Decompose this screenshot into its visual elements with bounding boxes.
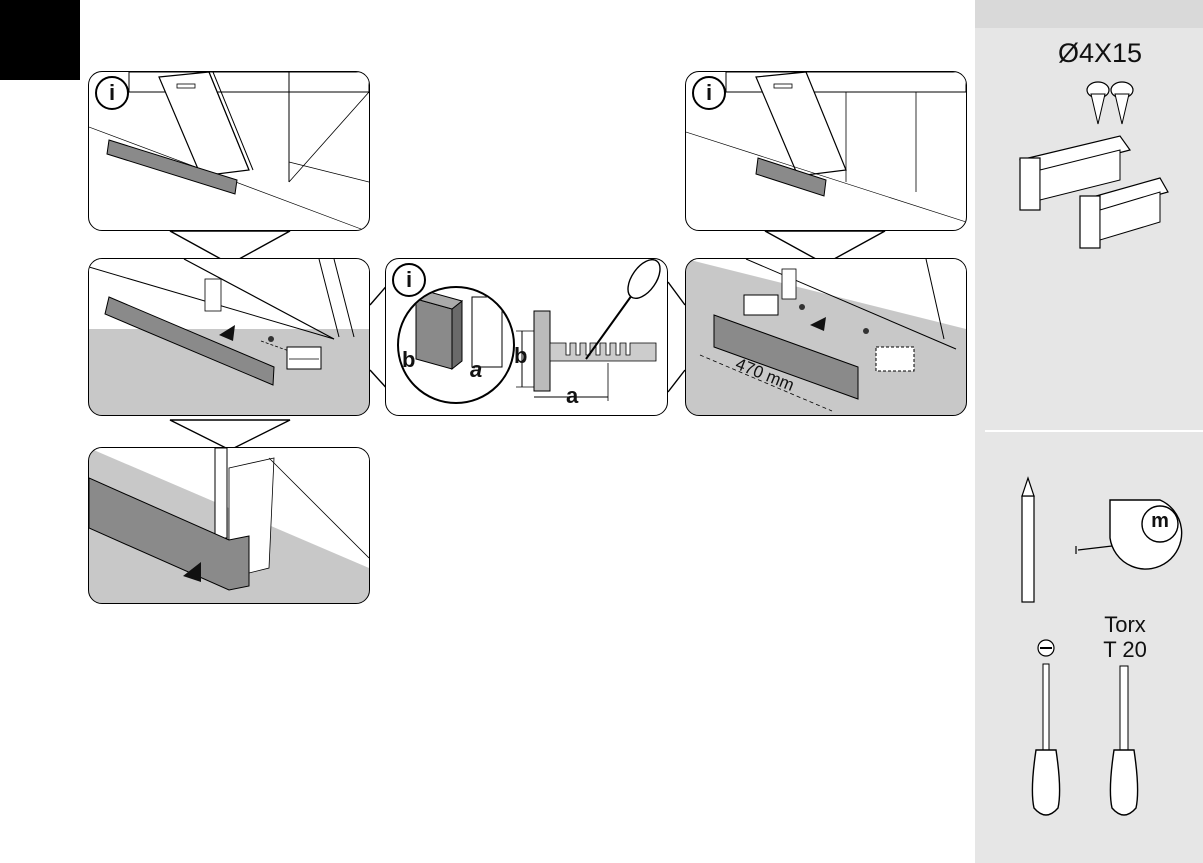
screw xyxy=(268,336,274,342)
info-marker: i xyxy=(95,76,129,110)
mounting-bracket-right xyxy=(876,347,914,371)
dimension-a-detail: a xyxy=(470,357,482,383)
panel-6-illustration xyxy=(686,259,966,415)
arrow-down-2 xyxy=(170,420,290,450)
torx-label-line1: Torx xyxy=(1080,612,1170,638)
info-marker: i xyxy=(692,76,726,110)
panel-step-1: i xyxy=(88,71,370,231)
panel-step-5: 470 mm xyxy=(685,258,967,416)
panel-step-2 xyxy=(88,258,370,416)
mounting-bracket-left xyxy=(744,295,778,315)
panel-2-illustration xyxy=(89,259,369,415)
info-marker: i xyxy=(392,263,426,297)
panel-4-illustration xyxy=(686,72,966,230)
panel-1-illustration xyxy=(89,72,369,230)
panel-5-illustration xyxy=(386,259,667,415)
dimension-b-bracket: b xyxy=(514,343,527,369)
torx-label-line2: T 20 xyxy=(1080,637,1170,663)
dimension-a-bracket: a xyxy=(566,383,578,409)
dimension-b-detail: b xyxy=(402,347,415,373)
panel-3-illustration xyxy=(89,448,369,603)
screwdriver-handle xyxy=(622,259,667,304)
panel-step-4: i xyxy=(685,71,967,231)
screw-spec-label: Ø4X15 xyxy=(1040,38,1160,69)
panel-step-3 xyxy=(88,447,370,604)
panel-detail-measurement: i b a b a xyxy=(385,258,668,416)
tape-measure-m: m xyxy=(1148,510,1172,533)
push-arrow-6 xyxy=(810,317,826,331)
mounting-bracket xyxy=(287,347,321,369)
